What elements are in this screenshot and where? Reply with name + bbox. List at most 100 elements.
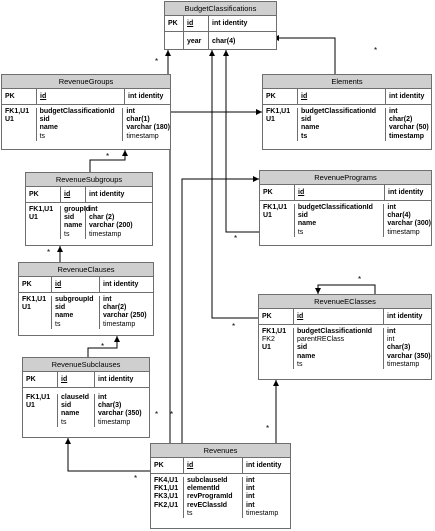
key-line: FK1,U1 (262, 328, 287, 335)
field-type: timestamp (89, 230, 122, 238)
field-type: timestamp (126, 132, 159, 140)
key-line: FK3,U1 (154, 493, 179, 501)
pk-type: int identity (385, 89, 431, 104)
field-name: name (301, 124, 320, 132)
field-name: clauseId (61, 394, 90, 401)
pk-key: PK (266, 93, 276, 100)
field-name: sid (61, 402, 72, 410)
entity-title: BudgetClassifications (165, 2, 276, 16)
field-type: int (389, 108, 398, 115)
field-name: sid (39, 116, 50, 124)
field-type: int (126, 108, 135, 115)
pk-key: PK (5, 93, 15, 100)
entity-title: RevenueSubclauses (23, 358, 149, 372)
pk-type: int identity (383, 309, 431, 324)
field-name: name (61, 410, 80, 418)
pk-name: id (51, 277, 99, 292)
pk-type: int identity (99, 277, 153, 292)
key-line: U1 (5, 116, 14, 124)
field-type: int (246, 493, 255, 501)
entity-revenue-clauses[interactable]: RevenueClauses PK id int identity FK1,U1… (18, 262, 154, 336)
pk-type: int identity (85, 187, 152, 202)
edge-revenues-elements (169, 109, 262, 443)
field-name: ts (297, 360, 303, 368)
edge-programs-budget (223, 50, 260, 233)
key-line: FK1,U1 (266, 108, 291, 115)
entity-revenue-subgroups[interactable]: RevenueSubgroups PK id int identity FK1,… (25, 172, 153, 246)
pk-type: int identity (384, 185, 431, 200)
cardinality-marker: * (134, 474, 138, 483)
field-type: int (98, 394, 107, 401)
entity-revenue-subclauses[interactable]: RevenueSubclauses PK id int identity FK1… (22, 357, 150, 438)
field-name: ts (61, 418, 67, 426)
entity-budget-classifications[interactable]: BudgetClassifications PK id int identity… (164, 1, 277, 50)
edge-eclasses-self (315, 284, 376, 294)
field-type: varchar (180) (126, 124, 170, 132)
field-type: int (246, 501, 255, 509)
key-line: FK1,U1 (154, 485, 179, 493)
cardinality-marker: * (170, 410, 174, 419)
field-type: varchar (200) (89, 222, 133, 230)
cardinality-marker: * (155, 57, 159, 66)
key-line: FK1,U1 (26, 394, 51, 401)
entity-revenues[interactable]: Revenues PK id int identity FK4,U1 FK1,U… (150, 443, 291, 529)
key-line: U1 (26, 402, 35, 410)
entity-title: Revenues (151, 444, 290, 458)
entity-title: RevenuePrograms (260, 171, 431, 185)
field-type: char(3) (98, 402, 122, 410)
pk-name: id (57, 372, 94, 387)
cardinality-marker: * (358, 275, 362, 284)
pk-key: PK (263, 189, 273, 196)
entity-revenue-programs[interactable]: RevenuePrograms PK id int identity FK1,U… (259, 170, 432, 246)
pk-name: id (297, 89, 385, 104)
field-name: name (297, 352, 316, 360)
cardinality-marker: * (374, 46, 378, 55)
key-line: U1 (29, 214, 38, 222)
field-name: ts (39, 132, 46, 140)
field-type: char(3) (387, 344, 411, 352)
field-name: sid (297, 344, 308, 352)
field-name: groupId (64, 206, 91, 213)
pk-name: id (36, 89, 124, 104)
edge-eclasses-budget (209, 50, 259, 319)
field-name: budgetClassificationId (297, 328, 373, 335)
field-name: revEClassId (187, 501, 228, 509)
key-line: U1 (262, 344, 271, 352)
pk-key: PK (154, 462, 164, 469)
entity-title: RevenueEClasses (259, 295, 431, 309)
field-type: char(4) (208, 32, 276, 50)
edge-revenues-programs (181, 176, 259, 443)
edge-subclauses-clauses (87, 336, 120, 357)
pk-type: int identity (124, 89, 170, 104)
field-type: char(2) (389, 116, 413, 124)
key-line: FK2,U1 (154, 501, 179, 509)
pk-key: PK (29, 191, 39, 198)
key-line: FK2 (262, 336, 275, 344)
entity-title: RevenueGroups (2, 75, 170, 89)
field-name: budgetClassificationId (39, 108, 115, 115)
pk-key: PK (262, 313, 272, 320)
field-type: timestamp (387, 228, 420, 236)
field-name: name (64, 222, 83, 230)
edge-revenues-subclauses (65, 438, 152, 472)
key-line: FK1,U1 (22, 296, 47, 303)
field-type: varchar (300) (387, 220, 431, 228)
entity-revenue-groups[interactable]: RevenueGroups PK id int identity FK1,U1 … (1, 74, 171, 150)
field-type: int (387, 328, 396, 335)
field-name: ts (187, 509, 193, 517)
key-line: FK1,U1 (5, 108, 30, 115)
field-type: timestamp (98, 418, 131, 426)
entity-revenue-eclasses[interactable]: RevenueEClasses PK id int identity FK1,U… (258, 294, 432, 380)
field-name: name (39, 124, 58, 132)
pk-key: PK (168, 20, 178, 27)
field-type: int (246, 485, 255, 493)
entity-elements[interactable]: Elements PK id int identity FK1,U1 U1 bu… (262, 74, 432, 150)
field-type: char(2) (103, 304, 127, 312)
field-type: timestamp (103, 320, 136, 328)
field-name: ts (297, 228, 304, 236)
entity-title: Elements (263, 75, 431, 89)
field-name: ts (301, 132, 308, 140)
cardinality-marker: * (234, 234, 238, 243)
field-name: ts (64, 230, 70, 238)
pk-name: id (183, 458, 242, 473)
